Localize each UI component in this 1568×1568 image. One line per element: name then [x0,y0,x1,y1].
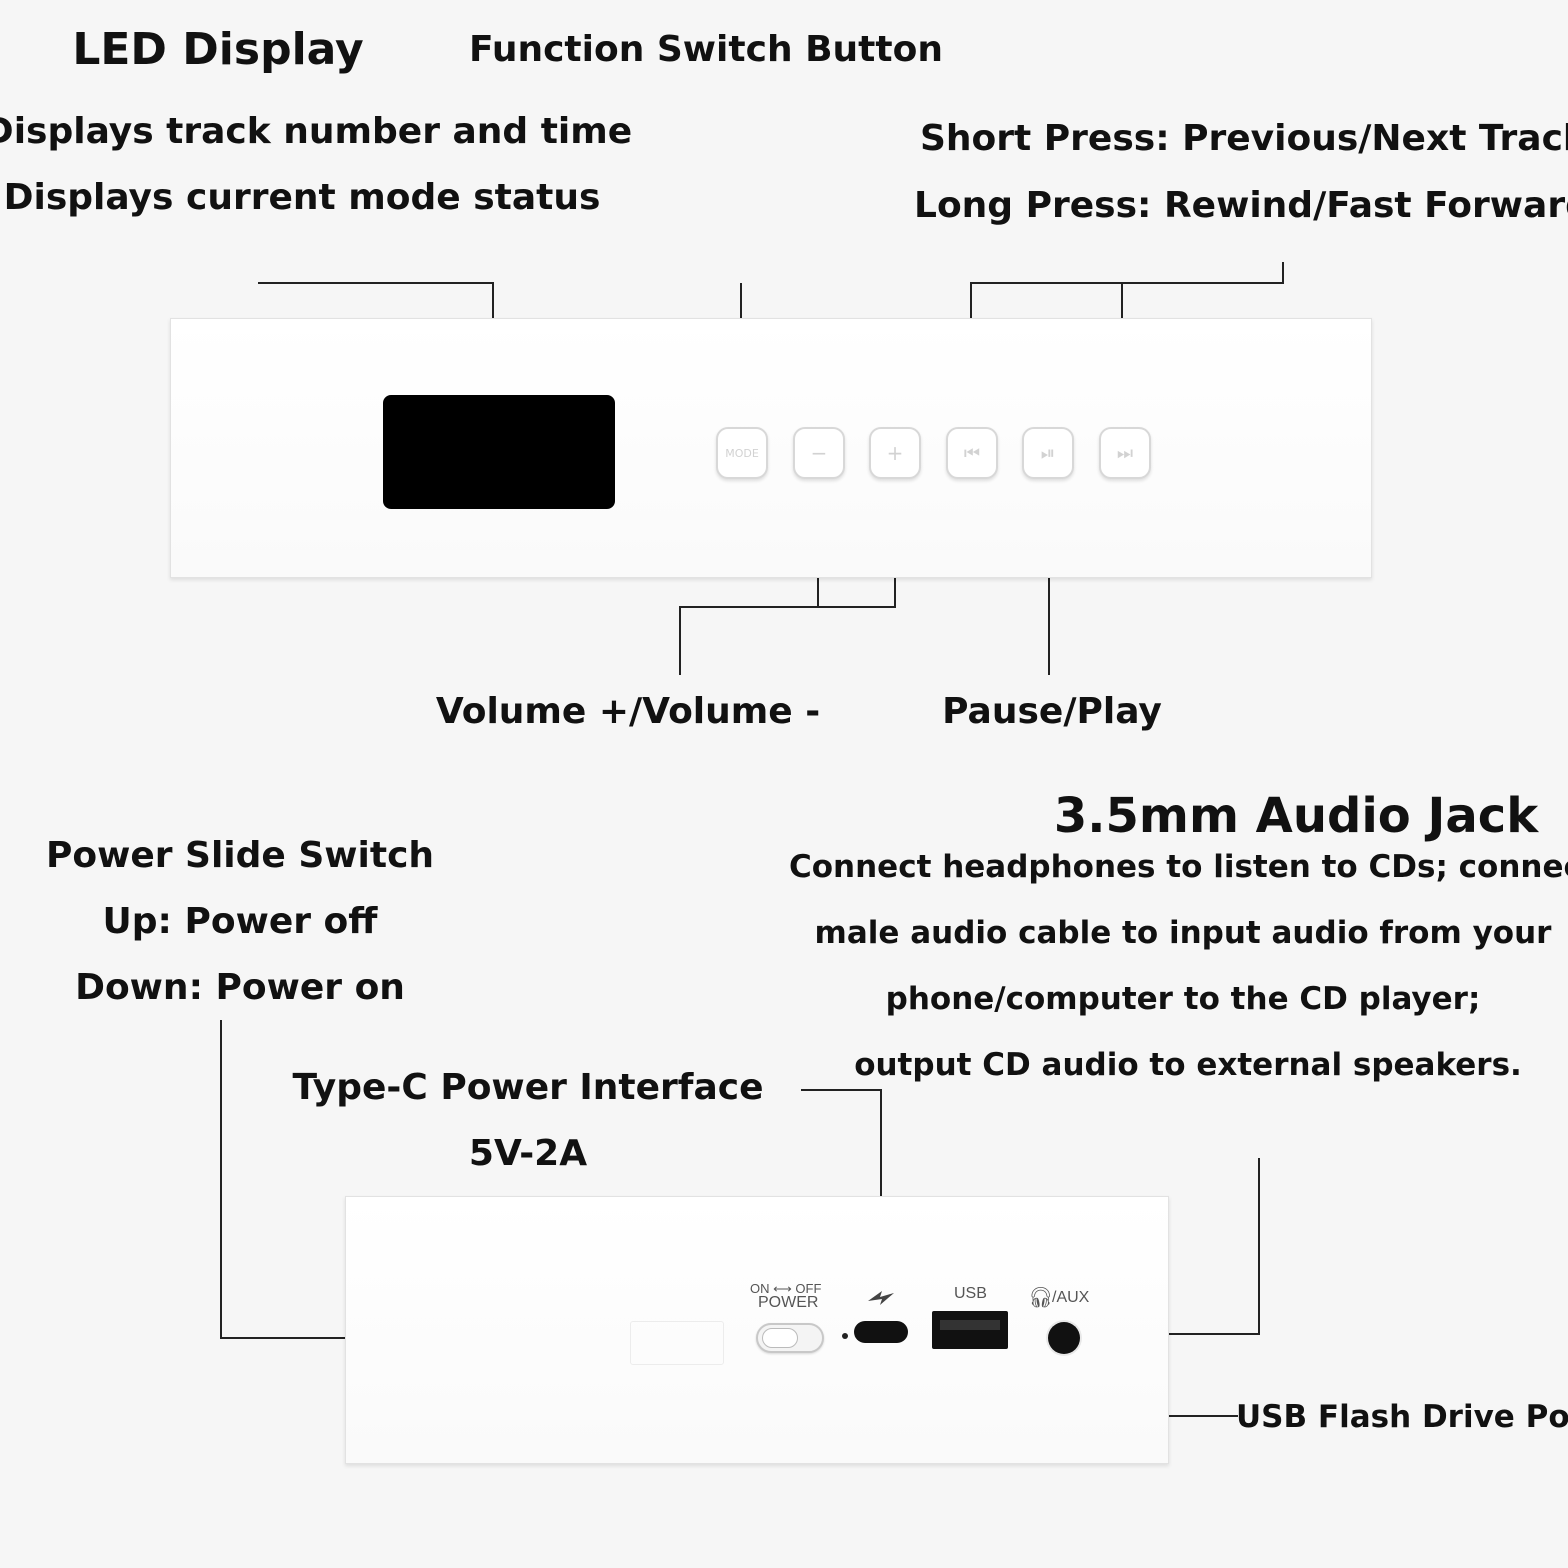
pause-play-label: Pause/Play [942,691,1162,732]
long-press-label: Long Press: Rewind/Fast Forward [914,185,1568,226]
previous-icon: ⏮ [963,442,981,464]
audio-jack-desc-line-4: output CD audio to external speakers. [854,1047,1522,1083]
volume-down-button[interactable]: − [793,427,845,479]
aux-label: /AUX [1052,1289,1090,1306]
volume-up-button[interactable]: + [869,427,921,479]
typec-title: Type-C Power Interface [292,1067,764,1108]
audio-jack-port[interactable] [1048,1322,1080,1354]
arrow-both-icon: ⟷ [773,1281,792,1296]
audio-jack-title: 3.5mm Audio Jack [1053,788,1539,844]
power-up-label: Up: Power off [102,901,378,942]
led-desc-line-2: Displays current mode status [3,177,601,218]
power-switch-caption: ON ⟷ OFF [750,1281,822,1296]
audio-jack-desc-line-2: male audio cable to input audio from you… [814,915,1552,951]
power-switch-title: Power Slide Switch [45,835,435,876]
mode-button[interactable]: MODE [716,427,768,479]
led-display-title: LED Display [72,24,364,75]
next-track-button[interactable]: ⏭ [1099,427,1151,479]
cd-player-top-panel: MODE − + ⏮ ⏯ ⏭ [170,318,1372,578]
power-label: POWER [758,1294,819,1311]
lightning-icon [868,1291,894,1305]
rear-panel-recess [630,1321,724,1365]
usb-port-label: USB [954,1285,987,1302]
led-display-screen [383,395,615,509]
usb-port-tongue [940,1320,1000,1330]
play-pause-button[interactable]: ⏯ [1022,427,1074,479]
indicator-dot [842,1333,848,1339]
audio-jack-desc-line-3: phone/computer to the CD player; [885,981,1481,1017]
function-switch-title: Function Switch Button [469,29,943,70]
volume-label: Volume +/Volume - [435,691,821,732]
power-switch-knob[interactable] [762,1328,798,1348]
power-slide-switch[interactable] [756,1323,824,1353]
minus-icon: − [810,441,828,465]
audio-jack-desc-line-1: Connect headphones to listen to CDs; con… [789,849,1568,885]
cd-player-rear-panel: ON ⟷ OFF POWER USB 🎧︎ /AUX [345,1196,1169,1464]
usb-port[interactable] [932,1311,1008,1349]
typec-port[interactable] [854,1321,908,1343]
typec-spec: 5V-2A [468,1133,588,1174]
power-down-label: Down: Power on [75,967,405,1008]
plus-icon: + [886,441,904,465]
previous-track-button[interactable]: ⏮ [946,427,998,479]
usb-flash-drive-label: USB Flash Drive Port [1236,1399,1568,1435]
headphone-icon: 🎧︎ [1028,1285,1054,1309]
led-desc-line-1: Displays track number and time [0,111,633,152]
play-pause-icon: ⏯ [1040,442,1056,464]
short-press-label: Short Press: Previous/Next Track [920,118,1568,159]
next-icon: ⏭ [1116,442,1134,464]
